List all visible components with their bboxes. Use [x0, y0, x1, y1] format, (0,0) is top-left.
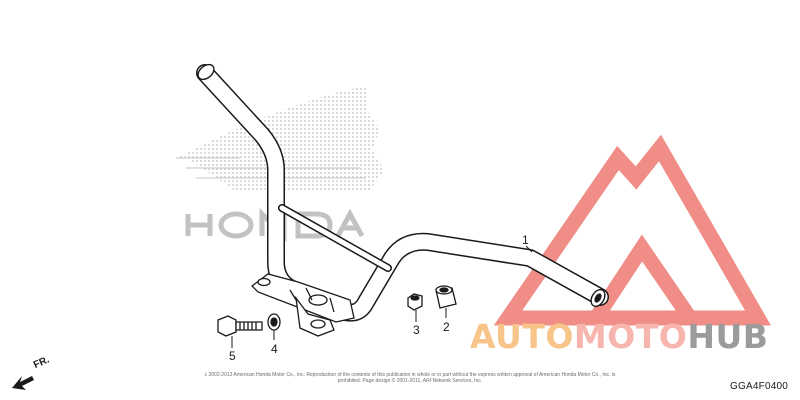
- front-direction-arrow-icon: [12, 376, 34, 390]
- honda-wordmark: [185, 207, 365, 243]
- callout-3: 3: [413, 323, 420, 337]
- mounting-bracket: [251, 273, 355, 337]
- washer-part-4: [267, 313, 281, 331]
- nut-part-3: [407, 293, 423, 311]
- leader-lines: [231, 245, 533, 348]
- leader-line-1: [525, 245, 533, 253]
- dealer-wordmark-part-2: MOTO: [573, 317, 688, 356]
- copyright-notice: c 2002-2013 American Honda Motor Co., In…: [204, 372, 616, 384]
- dealer-wordmark-part-1: AUTO: [470, 317, 574, 356]
- bolt-part-5: [217, 315, 263, 337]
- callout-1: 1: [522, 233, 529, 247]
- grommet-part-2: [435, 285, 457, 309]
- diagram-reference-code: GGA4F0400: [730, 381, 788, 392]
- callout-4: 4: [271, 342, 278, 356]
- callout-2: 2: [443, 320, 450, 334]
- callout-5: 5: [229, 349, 236, 363]
- automotohub-wordmark: AUTOMOTOHUB: [470, 317, 768, 356]
- dealer-wordmark-part-3: HUB: [687, 317, 769, 356]
- automotohub-triangle-logo: [493, 134, 771, 326]
